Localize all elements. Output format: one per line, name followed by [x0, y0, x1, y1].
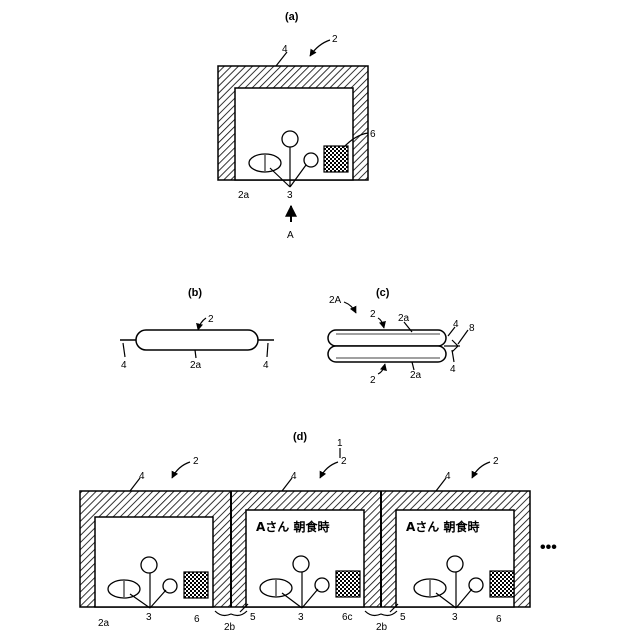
ref-2a: 2a: [238, 190, 250, 201]
figure-a-caption: (a): [285, 11, 299, 23]
ref-2a-top: 2a: [398, 313, 410, 324]
ref-5-left: 5: [250, 612, 256, 623]
ref-4-left: 4: [121, 360, 127, 371]
stacked-pouch-top: [328, 330, 446, 346]
figure-d: (d) Aさん 朝食時 Aさ: [80, 431, 557, 633]
ref-6c: 6c: [342, 612, 353, 623]
brace-2b-left: [215, 611, 247, 615]
pouch-3: Aさん 朝食時: [396, 510, 514, 608]
pouch-3-print-text: Aさん 朝食時: [406, 519, 479, 534]
ref-2b-left: 2b: [224, 622, 236, 633]
ref-2: 2: [332, 34, 338, 45]
ref-2-mid: 2: [341, 456, 347, 467]
figure-b-caption: (b): [188, 287, 202, 299]
pouch-2-print-text: Aさん 朝食時: [256, 519, 329, 534]
ref-2-bottom: 2: [370, 375, 376, 386]
ref-4-top: 4: [453, 319, 459, 330]
ref-6: 6: [370, 129, 376, 140]
figure-b: (b) 2 4 2a 4: [120, 287, 274, 371]
ref-3-left: 3: [146, 612, 152, 623]
pouch-1: [95, 517, 213, 608]
ref-4-right: 4: [263, 360, 269, 371]
ref-2a-bottom: 2a: [410, 370, 422, 381]
ref-2-left: 2: [193, 456, 199, 467]
pouch-2: Aさん 朝食時: [246, 510, 364, 608]
ref-3-mid: 3: [298, 612, 304, 623]
arrow-A-label: A: [287, 230, 294, 241]
side-view-pouch: [136, 330, 258, 350]
ref-4-bottom: 4: [450, 364, 456, 375]
ref-2b-right: 2b: [376, 622, 388, 633]
round-tablet: [282, 131, 298, 147]
ref-4-left: 4: [139, 471, 145, 482]
ref-3: 3: [287, 190, 293, 201]
ref-1: 1: [337, 438, 343, 449]
printed-code: [324, 146, 348, 172]
ref-2-top: 2: [370, 309, 376, 320]
ref-4: 4: [282, 44, 288, 55]
stacked-pouch-bottom: [328, 346, 446, 362]
figure-c: (c) 2A 2 2a 4 8 4 2 2a: [328, 287, 475, 386]
pouch-3-code: [490, 571, 514, 597]
ref-6-left: 6: [194, 614, 200, 625]
ref-3-right: 3: [452, 612, 458, 623]
pouch-2-code: [336, 571, 360, 597]
brace-2b-right: [365, 611, 397, 615]
figure-c-caption: (c): [376, 287, 390, 299]
ref-6-right: 6: [496, 614, 502, 625]
ref-8: 8: [469, 323, 475, 334]
ref-2A: 2A: [329, 295, 342, 306]
figure-a: (a) 4 2 6 2a 3 A: [218, 11, 376, 241]
ref-4-mid: 4: [291, 471, 297, 482]
ref-2a: 2a: [98, 618, 110, 629]
continuation-dots: •••: [540, 539, 557, 556]
ref-2a: 2a: [190, 360, 202, 371]
figure-d-caption: (d): [293, 431, 307, 443]
pouch-1-code: [184, 572, 208, 598]
ref-2-right: 2: [493, 456, 499, 467]
ref-5-right: 5: [400, 612, 406, 623]
small-tablet: [304, 153, 318, 167]
ref-4-right: 4: [445, 471, 451, 482]
ref-2: 2: [208, 314, 214, 325]
